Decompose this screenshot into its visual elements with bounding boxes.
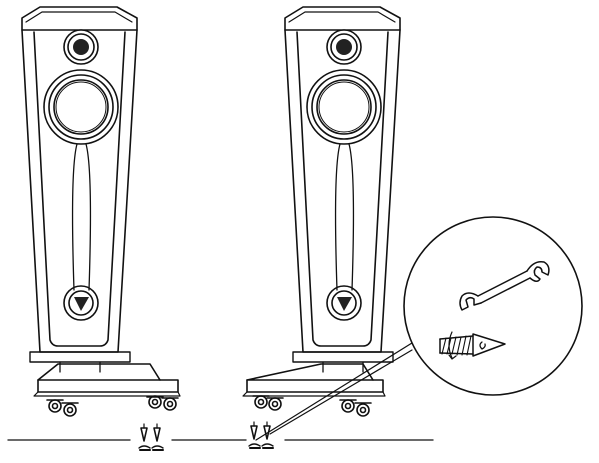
foot: [161, 397, 179, 411]
foot: [354, 402, 372, 417]
plinth: [242, 351, 394, 397]
detail-callout: [403, 216, 583, 396]
front-baffle: [33, 31, 126, 347]
spike-group-right: [248, 421, 274, 449]
tweeter: [63, 29, 99, 65]
foot: [46, 399, 64, 413]
tweeter: [326, 29, 362, 65]
front-baffle: [296, 31, 389, 347]
speaker-top-cap: [284, 6, 401, 31]
wrench-icon: [459, 260, 550, 311]
foot: [61, 402, 79, 417]
foot: [252, 395, 270, 409]
plinth: [29, 351, 181, 397]
spike: [138, 423, 151, 451]
callout-leader: [255, 337, 421, 441]
foot: [146, 395, 164, 409]
speaker-top-cap: [21, 6, 138, 31]
speaker-right: [242, 6, 401, 417]
logo-port: [63, 285, 99, 321]
spike-group-left: [138, 423, 164, 451]
logo-port: [326, 285, 362, 321]
spike-detail-icon: [439, 331, 506, 360]
foot: [266, 397, 284, 411]
speaker-left: [21, 6, 181, 417]
spike: [151, 423, 164, 451]
woofer: [43, 69, 119, 145]
foot: [339, 399, 357, 413]
woofer: [306, 69, 382, 145]
spike: [248, 421, 261, 449]
